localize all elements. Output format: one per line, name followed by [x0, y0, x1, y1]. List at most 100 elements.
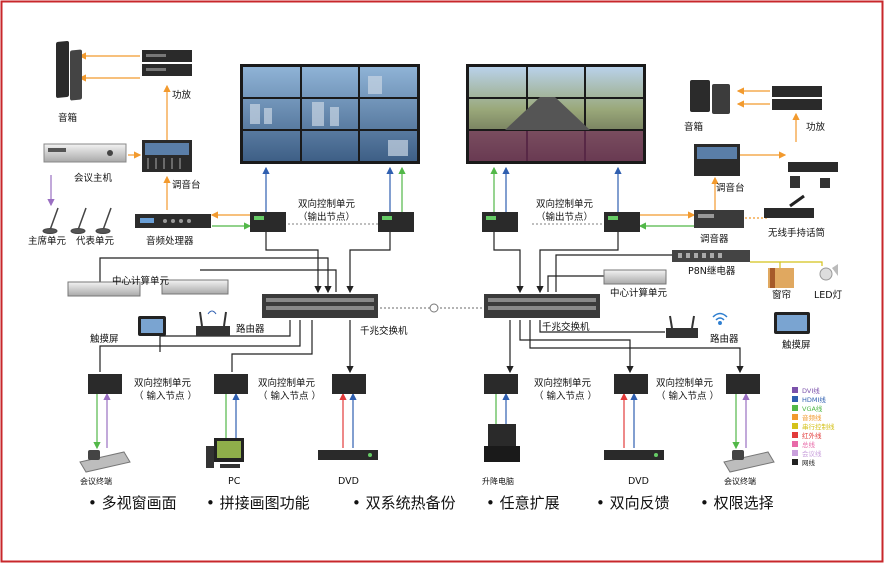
out-node-title-left: 双向控制单元: [298, 198, 356, 210]
feature-item: • 多视窗画面: [88, 494, 177, 512]
dvd-right-icon: [604, 450, 664, 460]
input-node-3: [332, 374, 366, 394]
audio-processor-label: 音频处理器: [146, 235, 194, 247]
led-label: LED灯: [814, 290, 843, 301]
speaker-left-icon: [56, 40, 82, 101]
wiring: [47, 52, 823, 450]
input-node-1: [88, 374, 122, 394]
dvd-left-label: DVD: [338, 476, 359, 487]
rep-unit-label: 代表单元: [76, 235, 115, 247]
backbone-node: [429, 303, 439, 313]
switch-right-icon: [484, 294, 600, 318]
in-node-title-2: 双向控制单元: [258, 377, 316, 389]
mic-units-icon: [42, 207, 112, 234]
relay-label: P8N继电器: [688, 265, 736, 277]
dvd-left-icon: [318, 450, 378, 460]
output-node-left-a: [250, 212, 286, 232]
feature-item: • 双向反馈: [596, 494, 670, 512]
amp-left-icon: [142, 50, 192, 76]
feature-item: • 权限选择: [700, 494, 774, 512]
central-unit-right-icon: [603, 269, 667, 285]
legend-swatch: [792, 396, 798, 402]
speaker-right-icon: [690, 80, 730, 114]
in-node-title-4: 双向控制单元: [656, 377, 714, 389]
switch-right-label: 千兆交换机: [542, 321, 590, 333]
router-left-icon: [196, 310, 230, 336]
legend-swatch: [792, 459, 798, 465]
lift-pc-label: 升降电脑: [482, 476, 514, 486]
mixer-right-icon: [694, 144, 740, 176]
amp-left-label: 功放: [172, 89, 192, 101]
mixer-right-label: 调音台: [716, 182, 745, 194]
amp-right-icon: [772, 86, 822, 110]
chair-unit-label: 主席单元: [28, 235, 67, 247]
out-node-sub-right: （输出节点）: [536, 211, 593, 223]
conf-host-icon: [43, 143, 127, 163]
router-right-label: 路由器: [710, 333, 739, 345]
touch-right-icon: [774, 312, 810, 334]
touch-right-label: 触摸屏: [782, 339, 811, 351]
speaker-right-label: 音箱: [684, 121, 703, 133]
legend-label: HDMI线: [802, 395, 826, 404]
input-node-4: [484, 374, 518, 394]
legend-label: VGA线: [802, 404, 823, 413]
wifi-icon: [712, 312, 728, 325]
in-node-sub-4: （ 输入节点 ）: [656, 390, 719, 402]
legend-label: 串行控制线: [802, 422, 835, 431]
dvd-right-label: DVD: [628, 476, 649, 487]
switch-left-icon: [262, 294, 378, 318]
in-node-title-1: 双向控制单元: [134, 377, 192, 389]
curtain-label: 窗帘: [772, 289, 791, 301]
output-node-right-b: [604, 212, 640, 232]
feature-list: • 多视窗画面• 拼接画图功能• 双系统热备份• 任意扩展• 双向反馈• 权限选…: [88, 494, 774, 512]
conf-terminal-right-icon: [723, 450, 775, 473]
input-node-5: [614, 374, 648, 394]
conf-terminal-left-icon: [79, 450, 131, 473]
output-node-left-b: [378, 212, 414, 232]
legend-swatch: [792, 414, 798, 420]
central-unit-left-icon: [67, 279, 229, 297]
output-node-right-a: [482, 212, 518, 232]
audio-processor-icon: [135, 214, 211, 228]
input-node-2: [214, 374, 248, 394]
touch-left-icon: [138, 316, 166, 336]
curtain-icon: [768, 268, 794, 288]
out-node-sub-left: （输出节点）: [298, 211, 355, 223]
legend-label: DVI线: [802, 386, 820, 395]
input-node-6: [726, 374, 760, 394]
pc-icon: [206, 438, 244, 468]
in-node-title-3: 双向控制单元: [534, 377, 592, 389]
tuner-label: 调音器: [700, 233, 729, 245]
central-left-label: 中心计算单元: [112, 275, 170, 287]
feature-item: • 拼接画图功能: [206, 494, 310, 512]
video-wall-right: [466, 64, 646, 164]
relay-icon: [672, 250, 750, 262]
video-wall-left: [240, 64, 420, 164]
in-node-sub-3: （ 输入节点 ）: [534, 390, 597, 402]
wireless-mic-icon: [764, 194, 814, 218]
conf-terminal-right-label: 会议终端: [724, 476, 756, 486]
legend-swatch: [792, 423, 798, 429]
touch-left-label: 触摸屏: [90, 333, 119, 345]
lift-pc-icon: [484, 424, 520, 462]
wireless-receiver-icon: [788, 162, 838, 188]
legend-swatch: [792, 441, 798, 447]
legend-swatch: [792, 405, 798, 411]
legend-swatch: [792, 387, 798, 393]
speaker-left-label: 音箱: [58, 112, 77, 124]
in-node-sub-2: （ 输入节点 ）: [258, 390, 321, 402]
pc-label: PC: [228, 476, 241, 487]
legend-swatch: [792, 450, 798, 456]
legend-swatch: [792, 432, 798, 438]
switch-left-label: 千兆交换机: [360, 325, 408, 337]
wireless-mic-label: 无线手持话筒: [768, 227, 825, 239]
legend-label: 总线: [802, 440, 816, 449]
router-left-label: 路由器: [236, 323, 265, 335]
mixer-left-icon: [142, 140, 192, 172]
feature-item: • 任意扩展: [486, 494, 560, 512]
mixer-left-label: 调音台: [172, 179, 201, 191]
legend-label: 网线: [802, 458, 816, 467]
